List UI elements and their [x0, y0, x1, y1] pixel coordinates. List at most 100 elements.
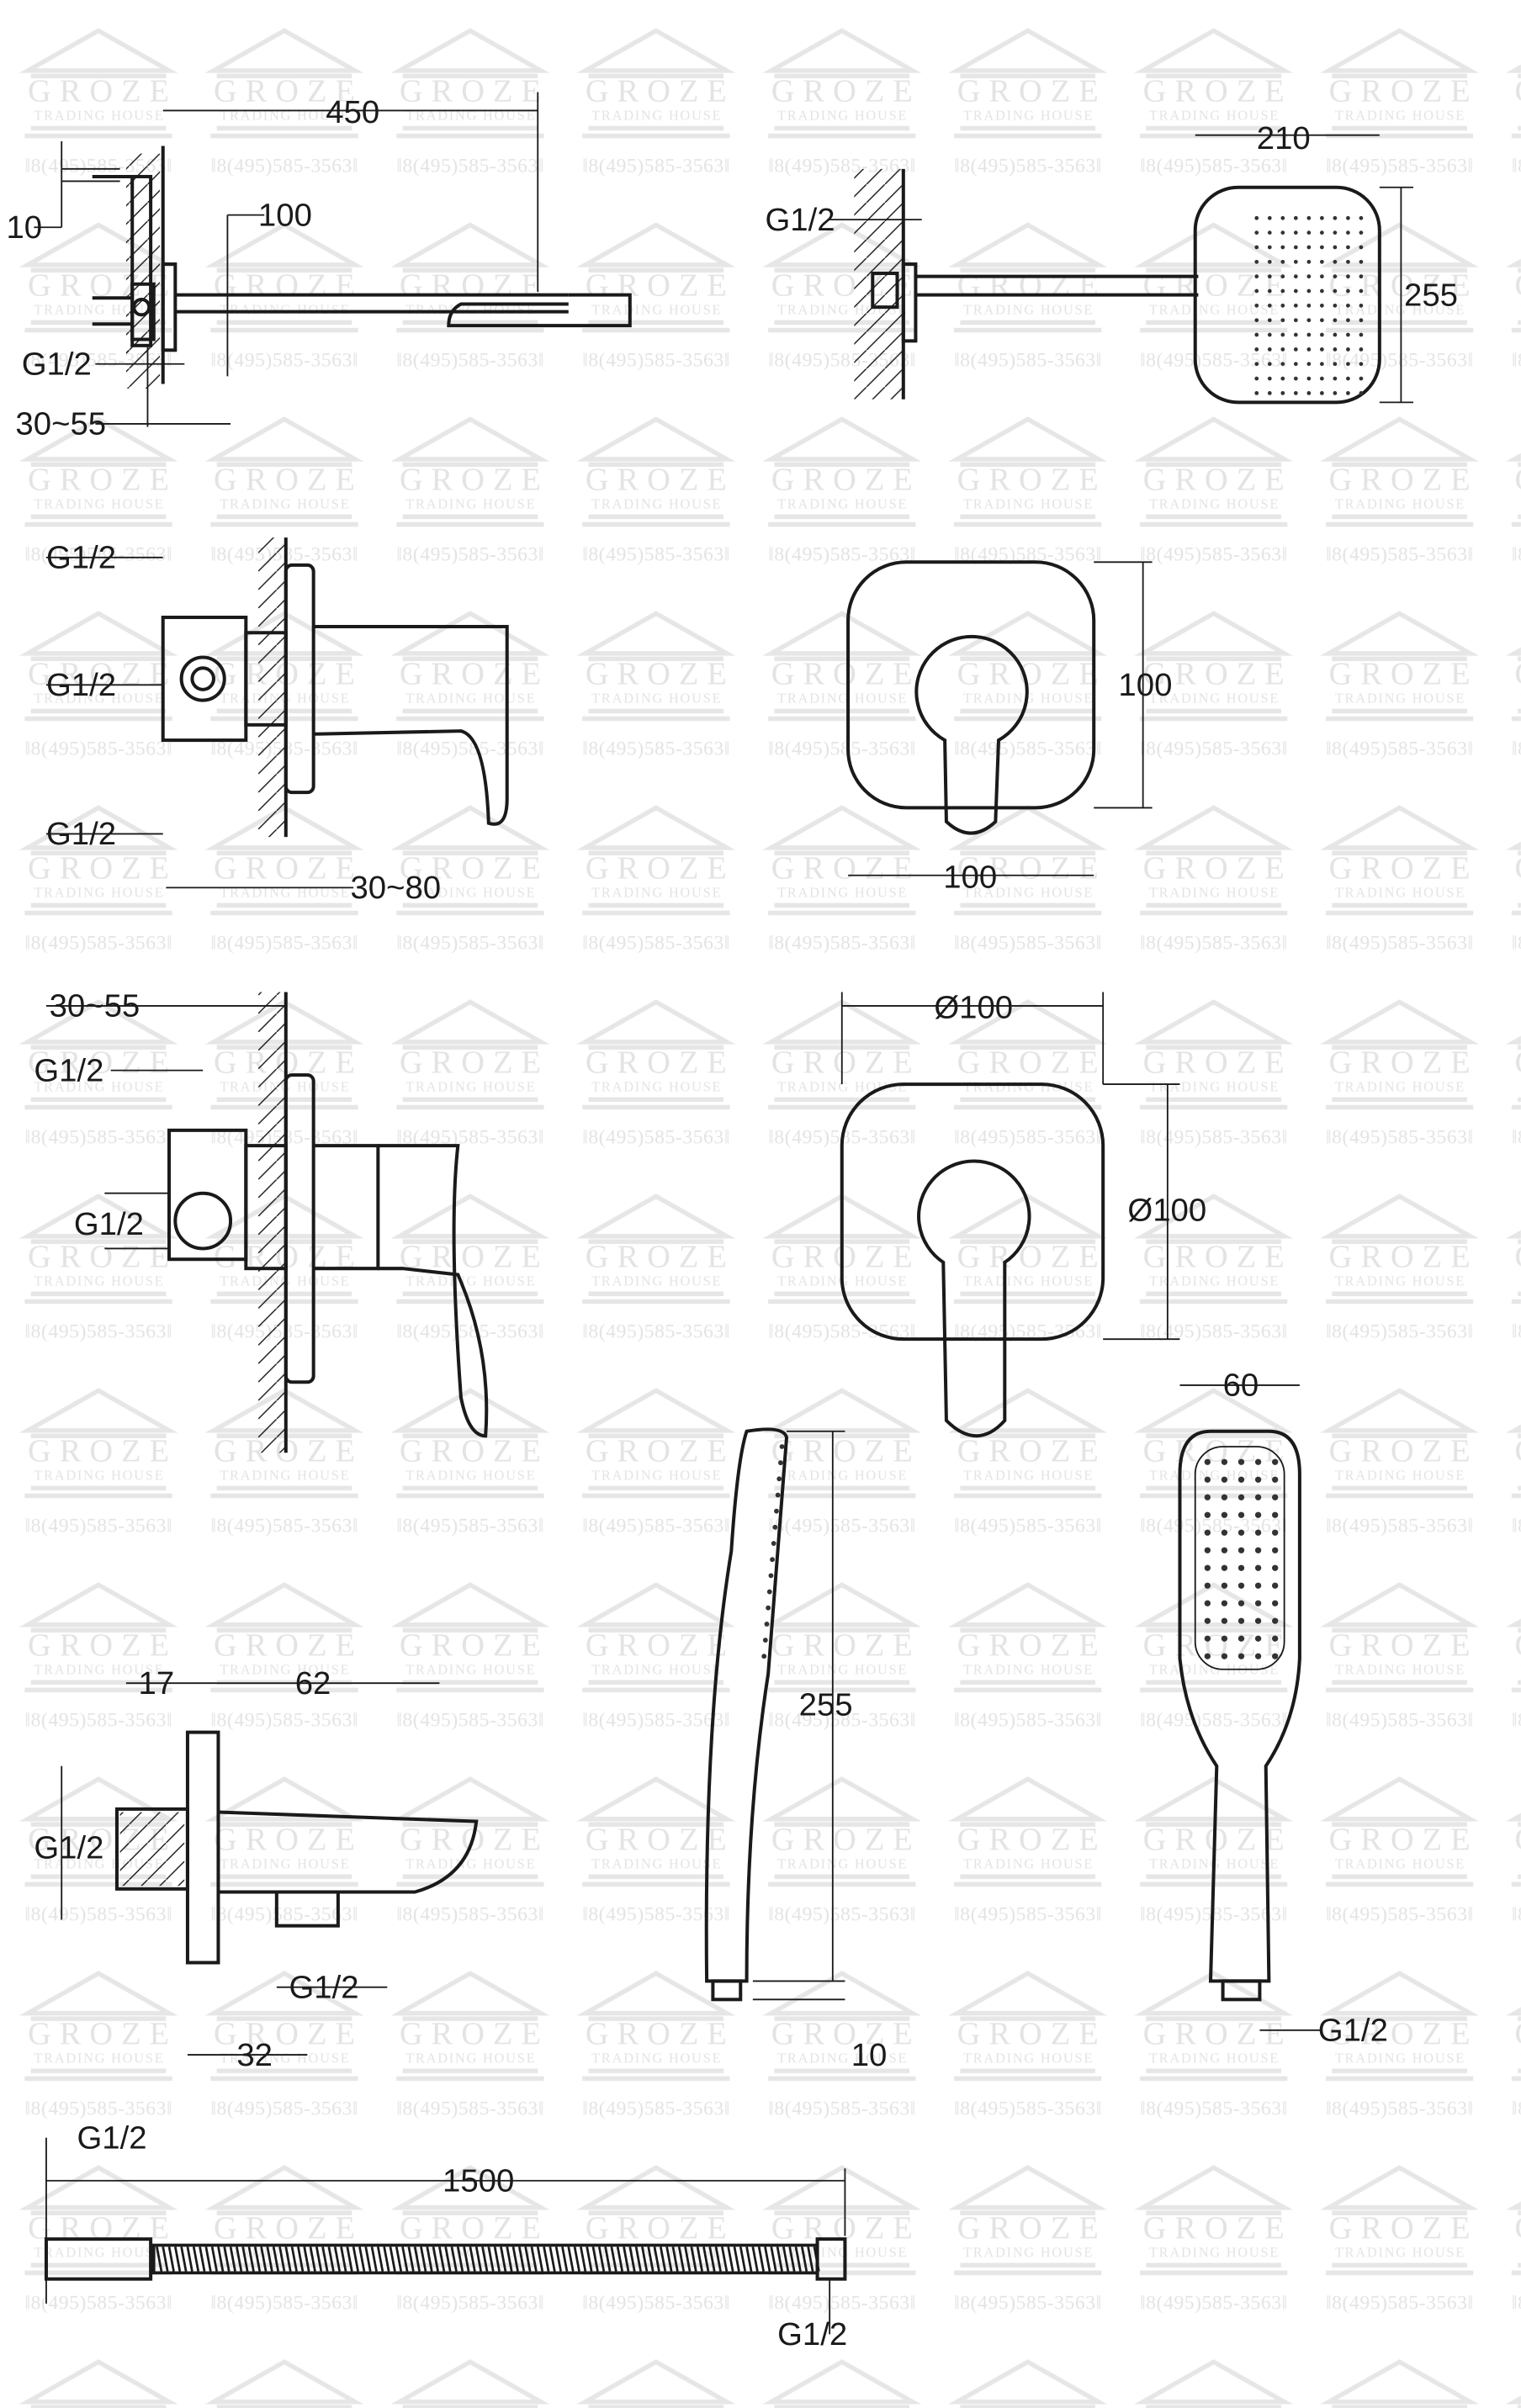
- nozzle-dot: [1280, 245, 1285, 250]
- nozzle-dot: [1272, 1511, 1279, 1518]
- nozzle-dot: [1333, 362, 1338, 367]
- dim-flange-height: 100: [258, 197, 312, 233]
- nozzle-dot: [1254, 1476, 1262, 1483]
- hose-coil: [690, 2247, 697, 2272]
- nozzle-dot: [1280, 259, 1285, 264]
- nozzle-dot: [1272, 1582, 1279, 1589]
- spray-nozzles-front: [1204, 1458, 1279, 1659]
- dim-arm-length: 450: [326, 94, 379, 130]
- nozzle-dot: [1221, 1582, 1228, 1589]
- hose-coil: [364, 2247, 372, 2272]
- nozzle-dot: [1306, 230, 1312, 235]
- nozzle-dot: [1267, 259, 1272, 264]
- hose-coil: [223, 2247, 231, 2272]
- nozzle-dot: [1272, 1476, 1279, 1483]
- mixer-2-front-view: Ø100 Ø100: [840, 990, 1206, 1438]
- dim-thread-mid: G1/2: [46, 667, 116, 703]
- nozzle-dot: [1306, 274, 1312, 279]
- dim-diameter-side: Ø100: [1127, 1193, 1206, 1229]
- hose-coil: [696, 2247, 703, 2272]
- hose-coil: [604, 2247, 612, 2272]
- hose-coil: [290, 2247, 298, 2272]
- nozzle-dot: [1254, 1547, 1262, 1553]
- hose-coil: [162, 2247, 169, 2272]
- nozzle-dot: [1359, 259, 1364, 264]
- dim-wall-depth: 30~55: [50, 988, 140, 1024]
- nozzle-dot: [1293, 376, 1298, 381]
- overhead-shower-front-view: G1/2 210 255: [765, 120, 1458, 405]
- hose-coil: [389, 2247, 396, 2272]
- dim-thread-in: G1/2: [34, 1829, 103, 1866]
- nozzle-dot: [1280, 347, 1285, 352]
- nozzle-dot: [1293, 288, 1298, 294]
- nozzle-dot: [1359, 245, 1364, 250]
- nozzle-dot: [1267, 332, 1272, 337]
- hose-coil: [358, 2247, 366, 2272]
- dim-wall-depth: 30~55: [15, 406, 106, 442]
- nozzle-dot: [775, 1492, 781, 1498]
- hose-coil: [610, 2247, 617, 2272]
- nozzle-dot: [1254, 347, 1259, 352]
- hose-coil: [500, 2247, 507, 2272]
- hose-coil: [438, 2247, 446, 2272]
- nozzle-dot: [1272, 1529, 1279, 1536]
- nozzle-dot: [1272, 1600, 1279, 1606]
- nozzle-dot: [1272, 1458, 1279, 1465]
- hose-coil: [370, 2247, 378, 2272]
- nozzle-dot: [1306, 347, 1312, 352]
- nozzle-dot: [1293, 230, 1298, 235]
- hose-coil: [580, 2247, 587, 2272]
- nozzle-dot: [1346, 391, 1350, 395]
- hose-coil: [474, 2247, 483, 2272]
- hose-coil: [524, 2247, 532, 2272]
- nozzle-dot: [1254, 288, 1259, 294]
- nozzle-dot: [1280, 376, 1285, 381]
- nozzle-dot: [1280, 318, 1285, 323]
- hose-coil: [591, 2247, 599, 2272]
- hose-coil: [253, 2247, 262, 2272]
- nozzle-dot: [1306, 259, 1312, 264]
- hose-coil: [204, 2247, 212, 2272]
- hose-coil: [597, 2247, 606, 2272]
- nozzle-dot: [1221, 1529, 1228, 1536]
- nozzle-dot: [1346, 259, 1350, 264]
- nozzle-dot: [1237, 1458, 1245, 1465]
- hose-coil: [708, 2247, 716, 2272]
- nozzle-dot: [1237, 1494, 1245, 1500]
- nozzle-dot: [1254, 391, 1259, 395]
- dim-thread-top: G1/2: [46, 540, 116, 576]
- hose-coil: [173, 2247, 182, 2272]
- nozzle-dot: [1254, 1564, 1262, 1571]
- nozzle-dot: [1204, 1458, 1211, 1465]
- hose-coil: [407, 2247, 415, 2272]
- hose-coil: [346, 2247, 353, 2272]
- nozzle-dot: [1293, 362, 1298, 367]
- dim-length: 62: [295, 1665, 331, 1701]
- nozzle-dot: [770, 1557, 775, 1563]
- nozzle-dot: [1306, 376, 1312, 381]
- hose-coil: [401, 2247, 409, 2272]
- nozzle-dot: [1346, 376, 1350, 381]
- hose-coil: [628, 2247, 636, 2272]
- nozzle-dot: [1272, 1617, 1279, 1624]
- nozzle-dot: [1319, 245, 1324, 250]
- hose-coil: [543, 2247, 550, 2272]
- hose-coil: [511, 2247, 519, 2272]
- hose-coil: [517, 2247, 526, 2272]
- hose-coil: [297, 2247, 305, 2272]
- hose-coil: [167, 2247, 175, 2272]
- hose-coil: [493, 2247, 501, 2272]
- nozzle-dot: [1267, 347, 1272, 352]
- hose-coil: [733, 2247, 740, 2272]
- nozzle-dot: [1204, 1529, 1211, 1536]
- hose-coil: [217, 2247, 225, 2272]
- hose-coils: [156, 2247, 820, 2272]
- nozzle-dot: [1346, 274, 1350, 279]
- nozzle-dot: [1333, 376, 1338, 381]
- nozzle-dot: [1272, 1547, 1279, 1553]
- nozzle-dot: [1306, 391, 1312, 395]
- hose-coil: [444, 2247, 452, 2272]
- nozzle-dot: [1359, 376, 1364, 381]
- hose-coil: [260, 2247, 268, 2272]
